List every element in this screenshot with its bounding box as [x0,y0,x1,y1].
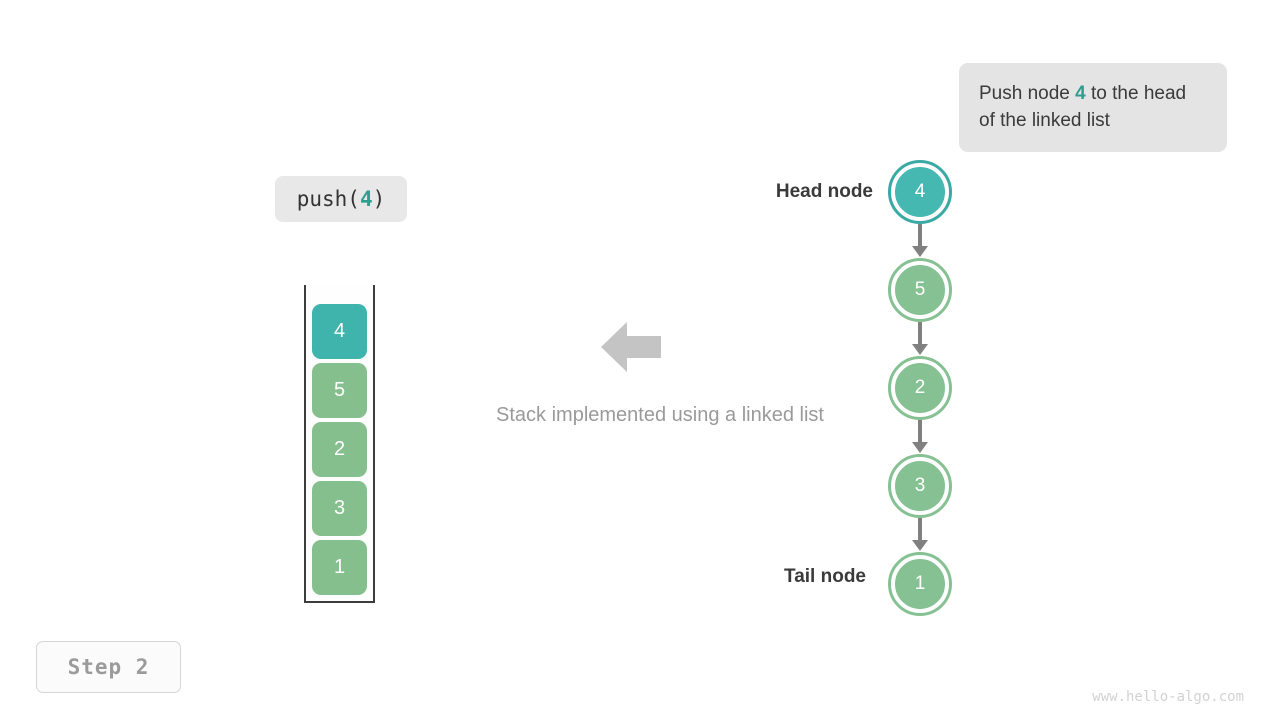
linked-list-connector [918,420,922,445]
stack-cell: 4 [312,304,367,359]
stack-cell-value: 5 [333,379,346,401]
linked-list-node-core [893,557,947,611]
stack-cell-list: 4 5 2 3 1 [312,304,367,595]
stack-cell: 3 [312,481,367,536]
stack-cell: 5 [312,363,367,418]
linked-list-node-core [893,361,947,415]
linked-list-arrowhead-icon [912,246,928,257]
push-chip-prefix: push( [296,187,360,211]
linked-list-arrowhead-icon [912,344,928,355]
left-arrow-svg [601,322,661,372]
tooltip-highlight-value: 4 [1075,83,1086,104]
linked-list-node: 1 [888,552,952,616]
linked-list-connector [918,518,922,543]
linked-list-node-ring [888,356,952,420]
linked-list-node: 4 [888,160,952,224]
diagram-caption: Stack implemented using a linked list [0,404,1280,427]
stack-cell: 1 [312,540,367,595]
linked-list-arrowhead-icon [912,442,928,453]
step-badge: Step 2 [36,641,181,693]
tooltip-text-before: Push node [979,83,1076,104]
linked-list-node-value: 4 [914,181,926,202]
linked-list-node: 3 [888,454,952,518]
linked-list-node-ring [888,552,952,616]
push-operation-chip: push(4) [275,176,407,222]
linked-list-diagram: 4 5 2 3 1 [888,160,952,616]
push-chip-argument: 4 [359,187,373,211]
linked-list-node-value: 1 [914,573,926,594]
push-description-tooltip: Push node 4 to the head of the linked li… [959,63,1227,152]
stack-cell-value: 4 [333,320,346,342]
linked-list-node-core [893,165,947,219]
diagram-caption-text: Stack implemented using a linked list [496,404,824,426]
linked-list-node-ring [888,454,952,518]
linked-list-node: 2 [888,356,952,420]
linked-list-arrowhead-icon [912,540,928,551]
linked-list-connector [918,322,922,347]
stack-cell-value: 3 [333,497,346,519]
tooltip-text-after: to the head of the linked list [979,83,1187,131]
linked-list-node-core [893,263,947,317]
linked-list-node-core [893,459,947,513]
stack-cell: 2 [312,422,367,477]
stack-cell-value: 1 [333,556,346,578]
linked-list-connector [918,224,922,249]
left-flow-arrow-icon [601,319,661,375]
push-chip-suffix: ) [372,187,386,211]
head-node-label: Head node [775,181,873,202]
linked-list-node: 5 [888,258,952,322]
watermark: www.hello-algo.com [1092,689,1244,705]
linked-list-node-value: 3 [914,475,926,496]
linked-list-node-value: 5 [914,279,926,300]
linked-list-node-ring [888,258,952,322]
stack-cell-value: 2 [333,438,346,460]
linked-list-node-value: 2 [914,377,926,398]
tail-node-label: Tail node [784,566,866,587]
linked-list-node-ring [888,160,952,224]
